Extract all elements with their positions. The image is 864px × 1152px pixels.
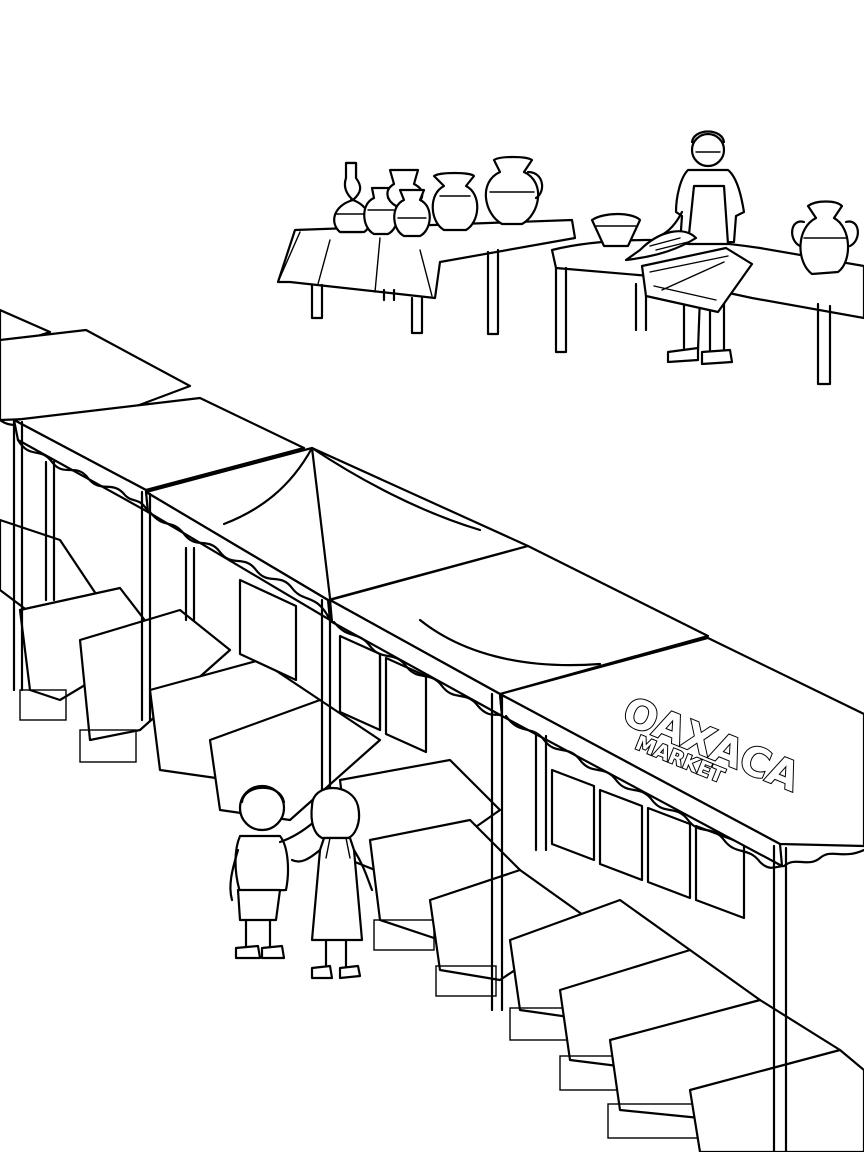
girl-shoes xyxy=(310,964,362,980)
stall-poles xyxy=(12,418,788,1152)
canopy-3 xyxy=(144,446,530,622)
boy-shoes xyxy=(234,944,286,960)
boy-legs xyxy=(244,918,272,950)
canopy-4 xyxy=(328,544,710,718)
boy-shirt xyxy=(234,834,290,894)
large-urn xyxy=(791,200,859,276)
girl-dress xyxy=(310,836,364,942)
canopy-5-sign: OAXACA MARKET xyxy=(498,636,864,869)
weaver-shoes xyxy=(666,346,734,366)
boy-shorts xyxy=(236,888,282,922)
woven-runner xyxy=(640,246,754,314)
pitcher-jug xyxy=(484,155,540,226)
girl-legs xyxy=(324,938,348,970)
clay-bowl xyxy=(590,212,642,248)
pottery-table xyxy=(276,218,577,336)
market-stalls: OAXACA MARKET xyxy=(0,308,864,1152)
weaver-apron xyxy=(686,184,730,246)
weaver-person xyxy=(624,130,746,366)
wide-jar xyxy=(431,171,479,232)
weaver-head xyxy=(690,132,726,168)
boy-arm xyxy=(278,820,316,844)
hanging-rugs xyxy=(238,578,746,920)
girl-arm xyxy=(290,848,322,863)
child-boy xyxy=(229,784,316,960)
girl-hair xyxy=(310,786,361,840)
child-girl xyxy=(290,786,374,980)
boy-head xyxy=(238,784,286,832)
pottery-vases xyxy=(333,155,544,238)
